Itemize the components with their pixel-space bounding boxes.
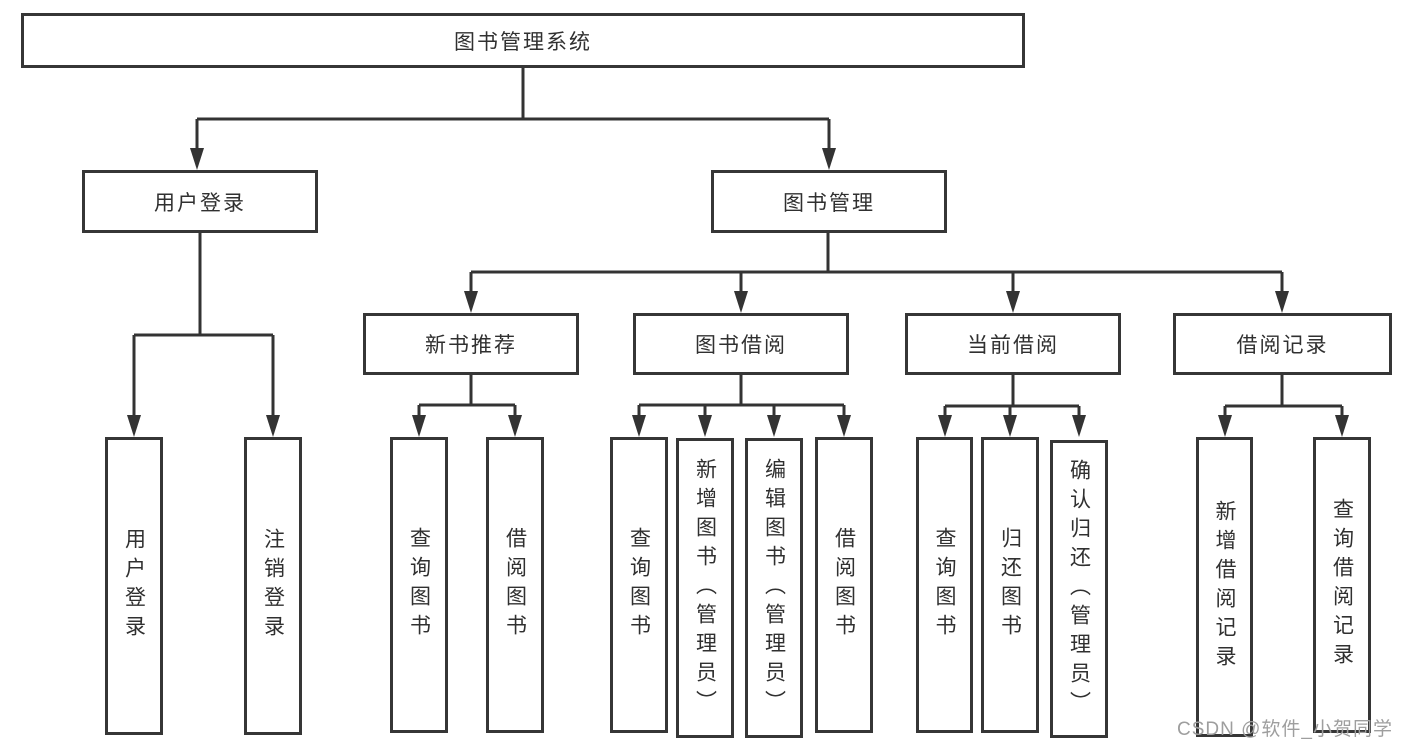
leaf-query-borrow-record: 查询借阅记录: [1313, 437, 1371, 733]
leaf-user-login: 用户登录: [105, 437, 163, 735]
leaf-logout: 注销登录: [244, 437, 302, 735]
leaf-label: 确认归还（管理员）: [1067, 458, 1091, 720]
leaf-label: 借阅图书: [503, 527, 527, 643]
leaf-label: 新增借阅记录: [1213, 500, 1236, 674]
leaf-query-book-1: 查询图书: [390, 437, 448, 733]
leaf-label: 新增图书（管理员）: [693, 457, 717, 719]
node-book-mgmt: 图书管理: [711, 170, 947, 233]
leaf-add-book-admin: 新增图书（管理员）: [676, 438, 734, 738]
leaf-confirm-return-admin: 确认归还（管理员）: [1050, 440, 1108, 738]
watermark: CSDN @软件_小贺同学: [1177, 719, 1393, 740]
leaf-label: 归还图书: [998, 527, 1022, 643]
leaf-label: 用户登录: [122, 528, 146, 644]
leaf-label: 编辑图书（管理员）: [762, 457, 786, 719]
leaf-label: 查询借阅记录: [1330, 498, 1354, 672]
node-user-login: 用户登录: [82, 170, 318, 233]
node-book-borrowing: 图书借阅: [633, 313, 849, 375]
leaf-label: 查询图书: [627, 527, 651, 643]
leaf-label: 注销登录: [261, 528, 285, 644]
node-root: 图书管理系统: [21, 13, 1025, 68]
leaf-label: 查询图书: [933, 527, 956, 643]
node-new-book-rec: 新书推荐: [363, 313, 579, 375]
leaf-label: 借阅图书: [832, 527, 856, 643]
leaf-return-book: 归还图书: [981, 437, 1039, 733]
leaf-query-book-3: 查询图书: [916, 437, 973, 733]
leaf-label: 查询图书: [407, 527, 431, 643]
leaf-add-borrow-record: 新增借阅记录: [1196, 437, 1253, 737]
leaf-edit-book-admin: 编辑图书（管理员）: [745, 438, 803, 738]
leaf-borrow-book-1: 借阅图书: [486, 437, 544, 733]
leaf-query-book-2: 查询图书: [610, 437, 668, 733]
node-current-borrowing: 当前借阅: [905, 313, 1121, 375]
leaf-borrow-book-2: 借阅图书: [815, 437, 873, 733]
node-borrow-records: 借阅记录: [1173, 313, 1392, 375]
